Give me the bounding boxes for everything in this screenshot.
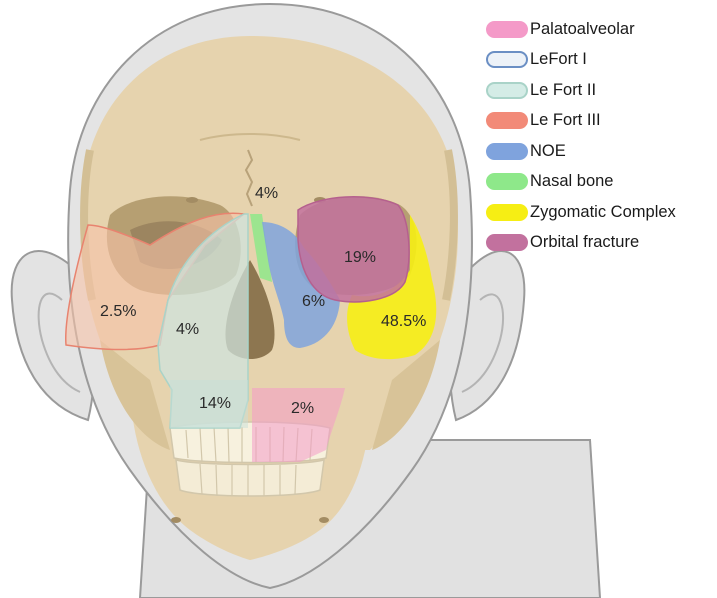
- legend-swatch: [486, 112, 528, 130]
- pct-palatoalveolar: 2%: [291, 400, 314, 417]
- temple-right: [442, 149, 458, 301]
- legend-item-palatoalveolar: Palatoalveolar: [486, 14, 714, 45]
- pct-orbital: 19%: [344, 249, 376, 266]
- left-ear-inner: [37, 292, 81, 393]
- legend-item-le-fort-iii: Le Fort III: [486, 106, 714, 137]
- legend-label: Orbital fracture: [530, 233, 640, 252]
- region-orbital: [297, 196, 410, 303]
- legend-swatch: [486, 51, 528, 69]
- brow-line: [199, 133, 301, 141]
- legend-label: Le Fort II: [530, 80, 597, 99]
- lower-teeth: [175, 459, 325, 497]
- percentage-labels: 4% 19% 2.5% 4% 6% 48.5% 14% 2%: [100, 185, 426, 417]
- foramen-left: [186, 197, 198, 203]
- legend-label: LeFort I: [530, 50, 587, 69]
- cheek-shadow-left: [100, 340, 170, 450]
- right-ear-inner: [461, 293, 504, 393]
- legend-label: Nasal bone: [530, 172, 614, 191]
- cheek-shadow-right: [372, 340, 440, 450]
- legend: Palatoalveolar LeFort I Le Fort II Le Fo…: [486, 14, 714, 258]
- legend-item-zygomatic-complex: Zygomatic Complex: [486, 197, 714, 228]
- region-zygomatic: [347, 215, 437, 360]
- legend-swatch: [486, 81, 528, 99]
- suture: [244, 149, 254, 207]
- legend-swatch: [486, 203, 528, 221]
- legend-label: NOE: [530, 141, 566, 160]
- mental-foramen-left: [171, 517, 181, 523]
- legend-item-nasal-bone: Nasal bone: [486, 167, 714, 198]
- legend-label: Palatoalveolar: [530, 19, 635, 38]
- pct-le-fort-iii: 2.5%: [100, 303, 136, 320]
- legend-swatch: [486, 142, 528, 160]
- fracture-regions: [64, 196, 437, 462]
- pct-zygomatic: 48.5%: [381, 313, 426, 330]
- region-noe: [262, 222, 340, 348]
- mental-foramen-right: [319, 517, 329, 523]
- pct-le-fort-i: 14%: [199, 395, 231, 412]
- legend-swatch: [486, 173, 528, 191]
- legend-label: Zygomatic Complex: [530, 202, 676, 221]
- region-le-fort-i: [170, 380, 248, 428]
- legend-item-noe: NOE: [486, 136, 714, 167]
- legend-swatch: [486, 234, 528, 252]
- legend-swatch: [486, 20, 528, 38]
- legend-label: Le Fort III: [530, 111, 601, 130]
- pct-nasal-bone: 4%: [255, 185, 278, 202]
- legend-item-orbital-fracture: Orbital fracture: [486, 228, 714, 259]
- region-nasal-bone: [250, 214, 272, 282]
- legend-item-le-fort-ii: Le Fort II: [486, 75, 714, 106]
- region-palatoalveolar: [252, 388, 345, 462]
- pct-noe: 6%: [302, 293, 325, 310]
- legend-item-le-fort-i: LeFort I: [486, 45, 714, 76]
- pct-le-fort-ii: 4%: [176, 321, 199, 338]
